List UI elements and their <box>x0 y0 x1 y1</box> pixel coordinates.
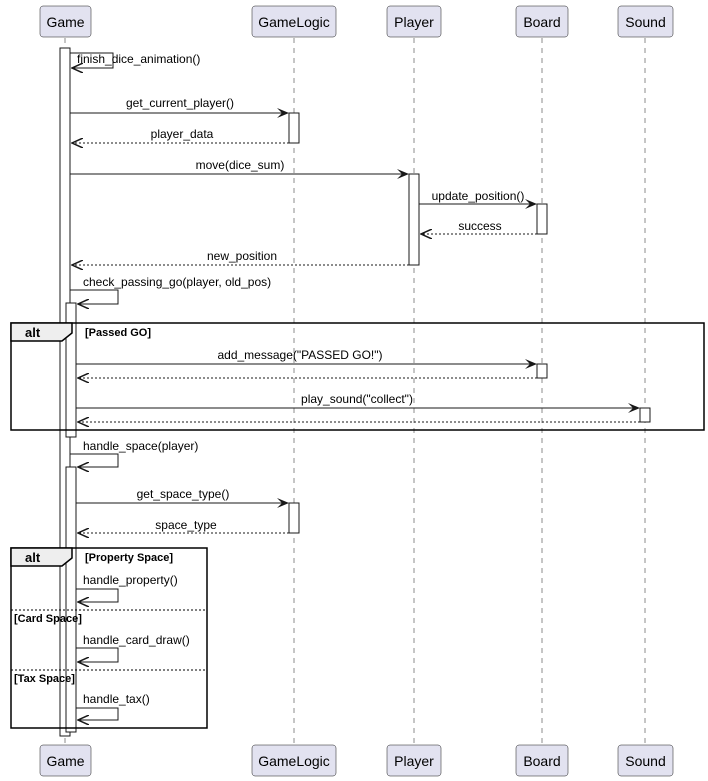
message-label: update_position() <box>432 189 525 203</box>
activation-gamelogic-2 <box>288 502 300 534</box>
message-label: finish_dice_animation() <box>77 52 200 66</box>
participant-gamelogic-bottom: GameLogic <box>251 744 337 777</box>
message-label: new_position <box>207 249 277 263</box>
message-label: play_sound("collect") <box>301 392 413 406</box>
message-line <box>70 289 119 304</box>
message-line <box>76 647 119 662</box>
participant-label: Game <box>46 753 84 769</box>
message-label: add_message("PASSED GO!") <box>217 348 382 362</box>
activation-player <box>408 173 420 266</box>
message-label: get_space_type() <box>137 487 230 501</box>
message-label: success <box>458 219 501 233</box>
participant-label: GameLogic <box>258 14 330 30</box>
message-label: player_data <box>151 127 214 141</box>
frame-operator: alt <box>25 550 41 565</box>
frame-guard: [Card Space] <box>14 613 82 625</box>
participant-label: Board <box>523 14 560 30</box>
frame-operator: alt <box>25 325 41 340</box>
participant-label: Board <box>523 753 560 769</box>
activation-board-1 <box>536 203 548 235</box>
activation-board-2 <box>536 363 548 379</box>
message-label: move(dice_sum) <box>196 158 285 172</box>
participant-label: Player <box>394 14 434 30</box>
frame-guard: [Property Space] <box>85 552 173 564</box>
participant-player-top: Player <box>386 5 442 38</box>
frame-guard: [Passed GO] <box>85 327 151 339</box>
message-line <box>76 707 119 720</box>
message-label: handle_property() <box>83 573 178 587</box>
activation-game-handle-space <box>65 466 77 733</box>
participant-label: Game <box>46 14 84 30</box>
participant-board-bottom: Board <box>515 744 569 777</box>
message-label: handle_card_draw() <box>83 633 190 647</box>
participant-gamelogic-top: GameLogic <box>251 5 337 38</box>
participant-label: Sound <box>625 14 665 30</box>
participant-sound-top: Sound <box>617 5 674 38</box>
alt-frame-space-type: alt [Property Space] [Card Space] [Tax S… <box>10 547 208 729</box>
message-label: space_type <box>155 518 217 532</box>
frame-guard: [Tax Space] <box>14 673 75 685</box>
message-line <box>76 588 119 602</box>
participant-label: Player <box>394 753 434 769</box>
participant-label: Sound <box>625 753 665 769</box>
message-label: get_current_player() <box>126 96 234 110</box>
message-line <box>70 52 114 68</box>
participant-game-bottom: Game <box>39 744 92 777</box>
participant-board-top: Board <box>515 5 569 38</box>
message-label: check_passing_go(player, old_pos) <box>83 275 271 289</box>
message-label: handle_tax() <box>83 692 150 706</box>
participant-label: GameLogic <box>258 753 330 769</box>
participant-game-top: Game <box>39 5 92 38</box>
alt-frame-passed-go: alt [Passed GO] <box>10 322 705 431</box>
participant-player-bottom: Player <box>386 744 442 777</box>
activation-gamelogic-1 <box>288 112 300 144</box>
participant-sound-bottom: Sound <box>617 744 674 777</box>
activation-sound <box>639 407 651 423</box>
message-line <box>70 453 119 467</box>
activation-game-check-go <box>65 302 77 438</box>
message-label: handle_space(player) <box>83 439 198 453</box>
